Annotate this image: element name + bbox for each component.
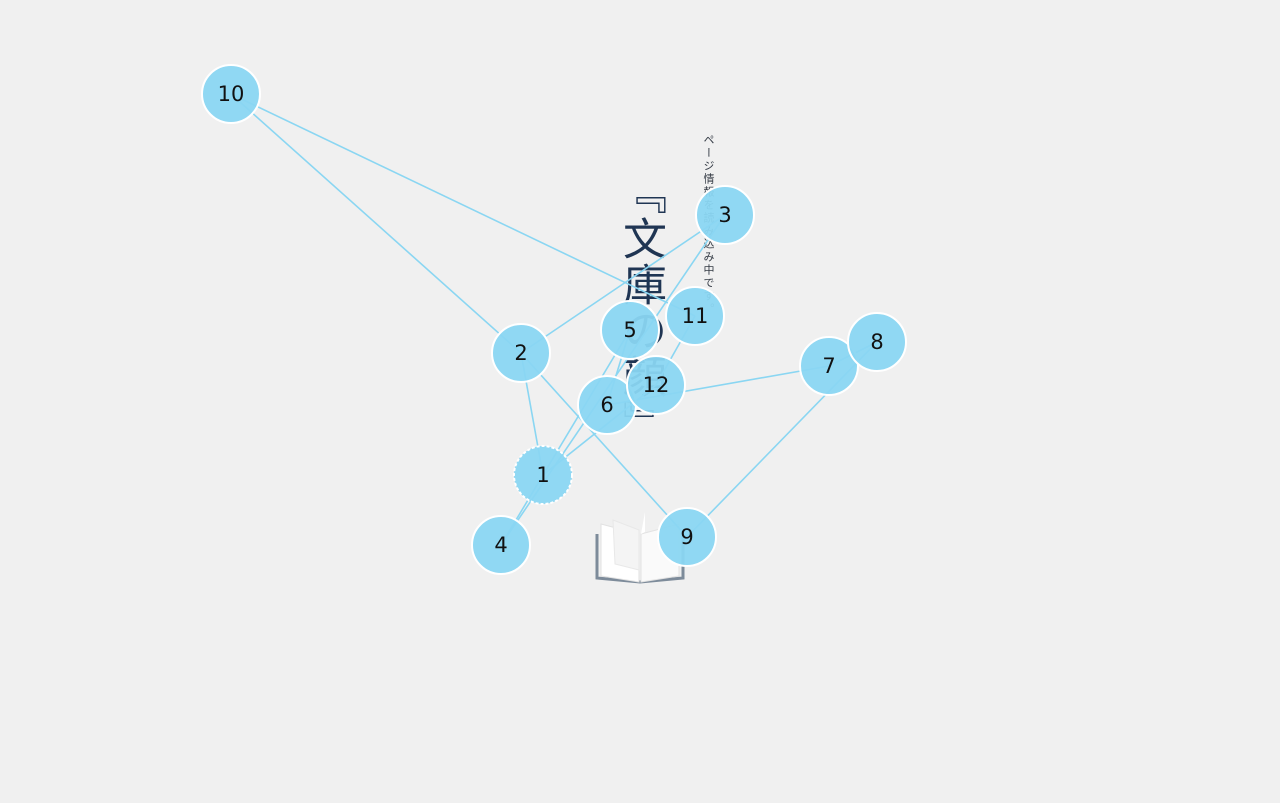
graph-node-10[interactable]: 10 xyxy=(201,64,261,124)
graph-node-circle[interactable] xyxy=(600,300,660,360)
graph-node-label: 9 xyxy=(680,525,693,549)
graph-node-circle[interactable] xyxy=(695,185,755,245)
graph-node-9[interactable]: 9 xyxy=(657,507,717,567)
graph-node-label: 7 xyxy=(822,354,835,378)
graph-node-label: 11 xyxy=(682,304,709,328)
graph-node-label: 8 xyxy=(870,330,883,354)
graph-node-circle[interactable] xyxy=(626,355,686,415)
graph-node-label: 5 xyxy=(623,318,636,342)
graph-node-12[interactable]: 12 xyxy=(626,355,686,415)
graph-node-circle[interactable] xyxy=(847,312,907,372)
graph-node-1[interactable]: 1 xyxy=(513,445,573,505)
graph-node-label: 2 xyxy=(514,341,527,365)
graph-node-5[interactable]: 5 xyxy=(600,300,660,360)
graph-node-label: 6 xyxy=(600,393,613,417)
graph-node-label: 12 xyxy=(643,373,670,397)
graph-node-2[interactable]: 2 xyxy=(491,323,551,383)
graph-node-3[interactable]: 3 xyxy=(695,185,755,245)
graph-node-11[interactable]: 11 xyxy=(665,286,725,346)
graph-node-circle[interactable] xyxy=(471,515,531,575)
graph-node-circle[interactable] xyxy=(665,286,725,346)
graph-node-7[interactable]: 7 xyxy=(799,336,859,396)
graph-node-circle[interactable] xyxy=(201,64,261,124)
graph-node-circle[interactable] xyxy=(513,445,573,505)
graph-node-8[interactable]: 8 xyxy=(847,312,907,372)
graph-node-label: 4 xyxy=(494,533,507,557)
edge-4-5 xyxy=(500,329,631,546)
graph-node-circle[interactable] xyxy=(491,323,551,383)
graph-node-circle[interactable] xyxy=(657,507,717,567)
graph-node-6[interactable]: 6 xyxy=(577,375,637,435)
edge-9-2 xyxy=(520,352,688,538)
graph-node-4[interactable]: 4 xyxy=(471,515,531,575)
graph-node-label: 1 xyxy=(536,463,549,487)
edge-2-3 xyxy=(520,214,726,354)
edge-10-11 xyxy=(230,93,696,317)
graph-node-label: 3 xyxy=(718,203,731,227)
edge-2-10 xyxy=(230,93,522,354)
graph-node-label: 10 xyxy=(218,82,245,106)
graph-node-circle[interactable] xyxy=(799,336,859,396)
